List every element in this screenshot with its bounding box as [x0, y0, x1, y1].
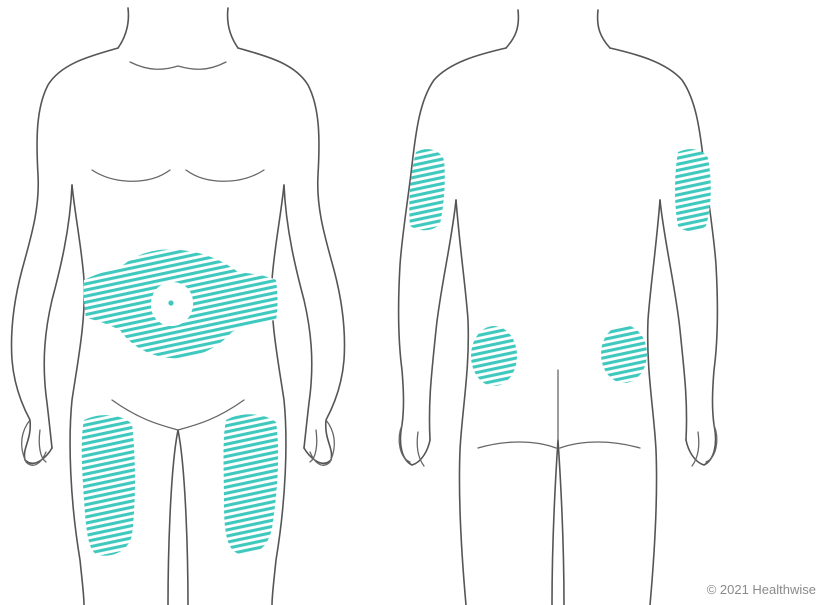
back-view-body	[399, 10, 718, 605]
back-neck-outline	[506, 10, 610, 48]
back-left-inner-arm	[429, 200, 456, 440]
back-inner-legs	[552, 440, 564, 605]
zone-left-buttock	[471, 326, 517, 386]
back-injection-zones	[409, 149, 711, 386]
front-left-flank	[70, 185, 84, 605]
copyright-credit: © 2021 Healthwise	[707, 582, 816, 597]
zone-right-upper-arm	[675, 149, 711, 231]
front-left-inner-arm	[44, 185, 72, 448]
back-torso-left-outline	[399, 48, 506, 465]
front-injection-zones	[82, 249, 278, 555]
front-view-body	[11, 8, 344, 605]
zone-left-thigh	[82, 415, 135, 556]
back-right-hand	[692, 425, 717, 466]
back-right-inner-arm	[660, 200, 687, 440]
zone-right-thigh	[224, 414, 279, 554]
zone-right-buttock	[601, 325, 647, 383]
front-torso-left-outline	[11, 48, 118, 463]
navel-mark	[168, 300, 173, 305]
back-left-hand	[399, 425, 424, 466]
back-right-flank	[648, 200, 660, 605]
zone-left-upper-arm	[409, 149, 445, 230]
front-collarbones	[130, 62, 226, 69]
front-neck-outline	[118, 8, 238, 48]
back-left-flank	[456, 200, 468, 605]
back-torso-right-outline	[610, 48, 717, 465]
zone-abdomen	[84, 249, 278, 358]
front-torso-right-outline	[238, 48, 345, 463]
front-pectorals	[92, 170, 264, 181]
front-right-inner-arm	[284, 185, 312, 448]
front-inner-legs	[168, 430, 188, 605]
front-right-flank	[272, 185, 286, 605]
